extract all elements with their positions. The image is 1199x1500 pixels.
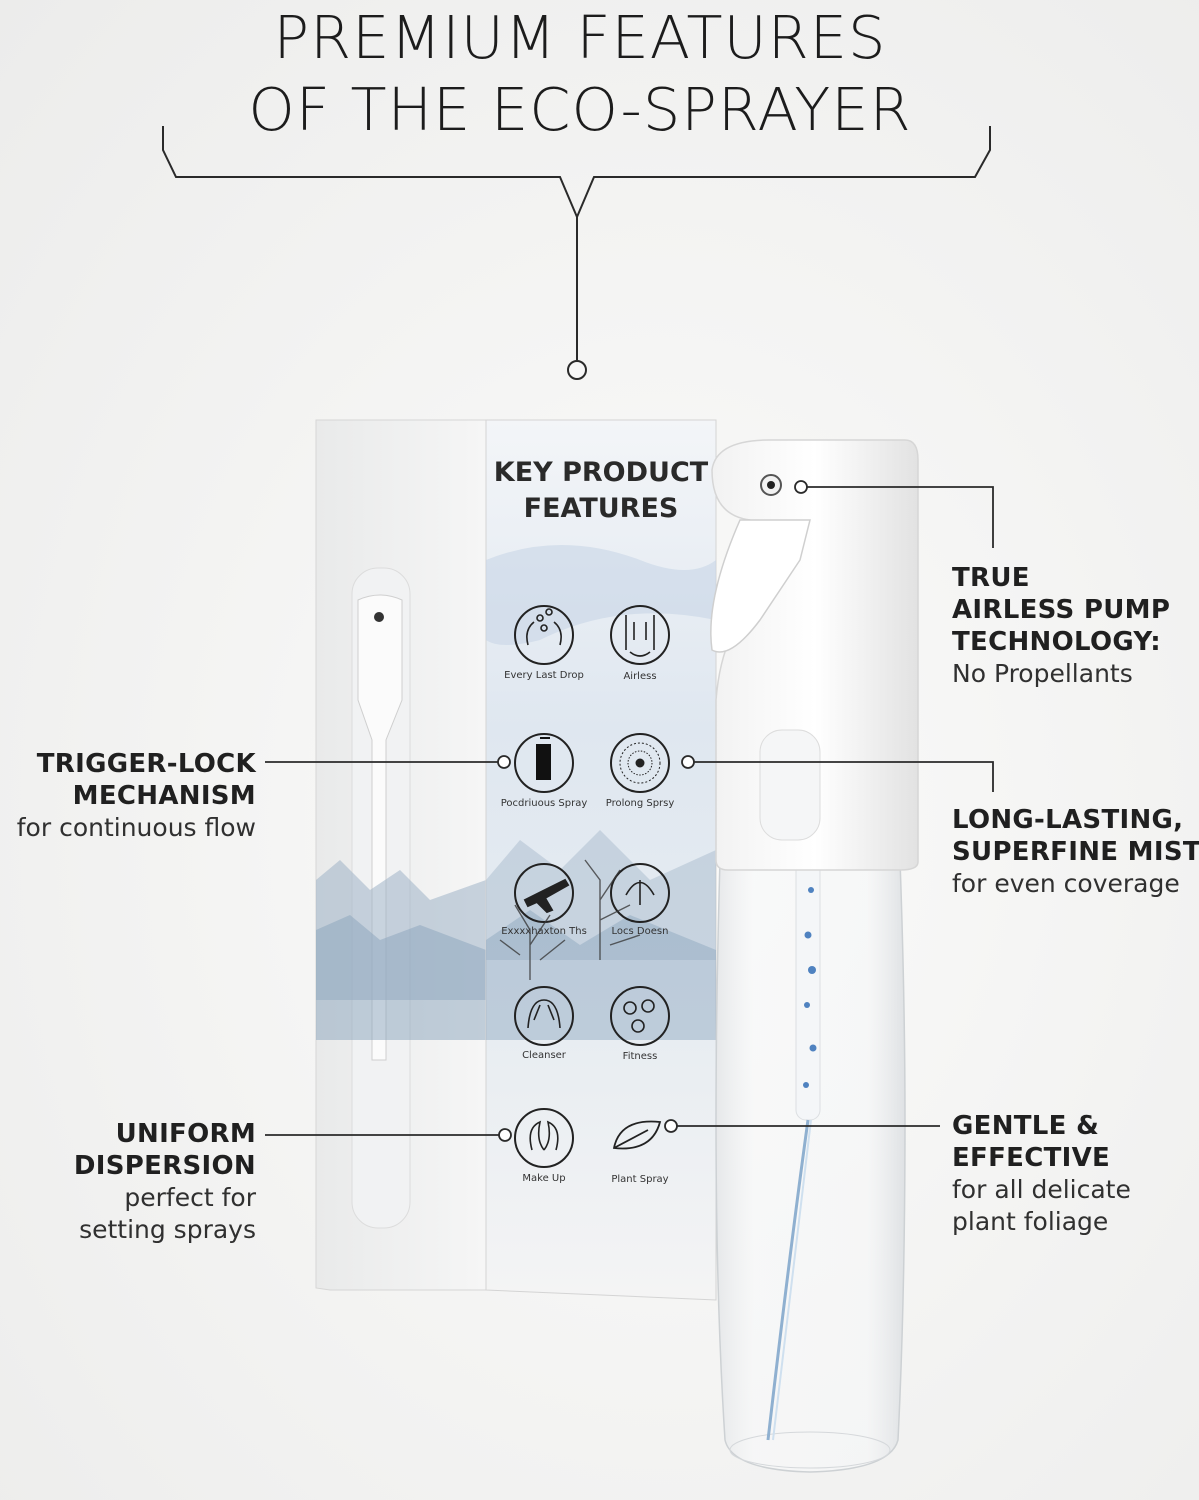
prolong-spray-icon: [619, 742, 661, 784]
title-brace: [162, 126, 991, 380]
box-heading: KEY PRODUCT FEATURES: [486, 455, 716, 527]
icon-label-make-up: Make Up: [522, 1173, 566, 1184]
callout-uniform-sub-1: perfect for: [124, 1183, 256, 1212]
callout-uniform-line-2: DISPERSION: [73, 1151, 256, 1181]
title-line-2: OF THE ECO-SPRAYER: [248, 75, 912, 144]
callout-gentle-sub-1: for all delicate: [952, 1175, 1131, 1204]
box: [315, 419, 717, 1301]
callout-trigger-sub: for continuous flow: [16, 813, 256, 842]
water-droplets: [803, 887, 817, 1088]
callout-mist-line-1: LONG-LASTING,: [952, 805, 1184, 835]
airplane-icon: [523, 878, 570, 914]
callout-superfine-mist: LONG-LASTING, SUPERFINE MIST for even co…: [952, 804, 1199, 900]
callout-airless-line-1: TRUE: [952, 563, 1030, 593]
callout-gentle-sub-2: plant foliage: [952, 1207, 1109, 1236]
page-title: PREMIUM FEATURES OF THE ECO-SPRAYER: [0, 2, 1160, 146]
callout-connectors: [265, 480, 994, 1142]
box-icon-grid: [514, 605, 670, 1168]
callout-trigger-lock: TRIGGER-LOCK MECHANISM for continuous fl…: [0, 748, 256, 844]
callout-gentle-line-2: EFFECTIVE: [952, 1143, 1111, 1173]
cleanser-icon: [527, 999, 561, 1029]
icon-label-cleanser: Cleanser: [522, 1050, 566, 1061]
icon-label-fitness: Fitness: [622, 1051, 658, 1062]
callout-uniform-line-1: UNIFORM: [115, 1119, 256, 1149]
callout-airless-line-2: AIRLESS PUMP: [952, 595, 1171, 625]
callout-uniform-dispersion: UNIFORM DISPERSION perfect for setting s…: [0, 1118, 256, 1246]
box-heading-line-2: FEATURES: [523, 493, 679, 524]
icon-label-exhalation: Exxxxhaxton Ths: [501, 926, 587, 937]
icon-label-prolong-spray: Prolong Sprsy: [605, 798, 675, 809]
hands-drops-icon: [526, 608, 562, 646]
lock-icon: [625, 880, 655, 905]
icon-label-continuous-spray: Pocdriuous Spray: [500, 798, 588, 809]
callout-mist-line-2: SUPERFINE MIST: [952, 837, 1199, 867]
airless-icon: [625, 615, 655, 657]
callout-airless-sub: No Propellants: [952, 659, 1133, 688]
continuous-spray-icon: [536, 737, 551, 780]
bottle: [710, 439, 919, 1473]
callout-mist-sub: for even coverage: [952, 869, 1180, 898]
icon-label-airless: Airless: [623, 671, 657, 682]
callout-airless-pump: TRUE AIRLESS PUMP TECHNOLOGY: No Propell…: [952, 562, 1170, 690]
title-line-1: PREMIUM FEATURES: [273, 3, 887, 72]
leaf-icon: [612, 1120, 662, 1150]
callout-trigger-line-2: MECHANISM: [72, 781, 256, 811]
icon-label-every-last-drop: Every Last Drop: [504, 670, 584, 681]
callout-gentle-line-1: GENTLE &: [952, 1111, 1100, 1141]
icon-label-lock: Locs Doesn: [611, 926, 669, 937]
callout-trigger-line-1: TRIGGER-LOCK: [36, 749, 256, 779]
box-heading-line-1: KEY PRODUCT: [493, 457, 709, 488]
tree-branches: [499, 859, 641, 980]
callout-uniform-sub-2: setting sprays: [79, 1215, 256, 1244]
fitness-icon: [623, 999, 655, 1033]
callout-airless-line-3: TECHNOLOGY:: [952, 627, 1161, 657]
makeup-icon: [529, 1120, 559, 1151]
callout-gentle-effective: GENTLE & EFFECTIVE for all delicate plan…: [952, 1110, 1131, 1238]
icon-label-plant-spray: Plant Spray: [611, 1174, 669, 1185]
